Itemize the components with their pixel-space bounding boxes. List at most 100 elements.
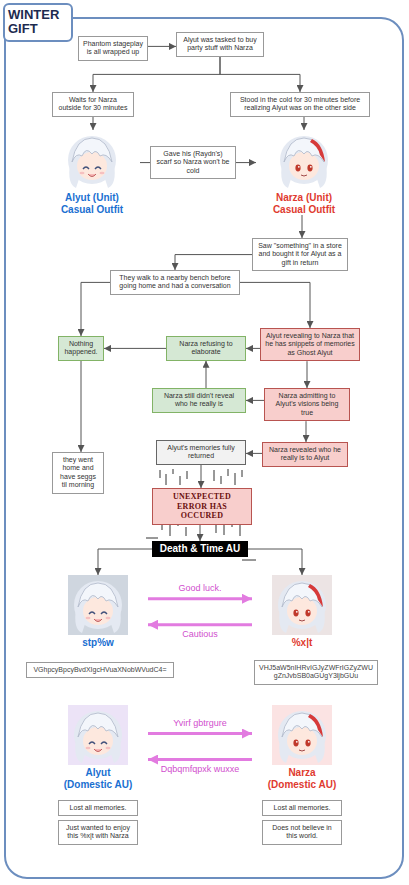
process-box: Waits for Narza outside for 30 minutes (52, 92, 134, 117)
flow-arrow (81, 361, 82, 452)
flow-arrow (240, 282, 310, 328)
outcome-box: Narza still didn't reveal who he really … (152, 388, 246, 413)
node-text: Alyut (Unit) Casual Outfit (55, 192, 129, 215)
event-box: Alyut revealing to Narza that he has sni… (260, 328, 360, 361)
flow-arrow (236, 162, 256, 163)
process-box: Gave his (Raydn's) scarf so Narza won't … (150, 146, 236, 179)
node-text: Alyut was tasked to buy party stuff with… (181, 36, 259, 53)
error-box: UNEXPECTED ERROR HAS OCCURED (152, 488, 252, 525)
flow-arrow (98, 549, 152, 575)
node-text: Lost all memories. (63, 804, 133, 812)
node-text: Alyut (Domestic AU) (61, 767, 135, 790)
flow-arrow (175, 255, 252, 270)
process-box: they went home and have seggs til mornin… (52, 452, 104, 494)
narza-portrait (280, 136, 328, 188)
character-portrait: Alyut (Unit) Casual Outfit (44, 130, 140, 215)
process-box: Saw "something" in a store and bought it… (252, 238, 348, 271)
flow-arrow (201, 465, 202, 488)
flow-arrow (246, 400, 264, 401)
edge-label: Yvirf gbtrgure (171, 718, 229, 729)
node-text: %x|t (265, 637, 339, 649)
flow-arrow (140, 162, 150, 163)
flow-arrow (104, 348, 166, 349)
process-box: Lost all memories. (58, 800, 138, 816)
node-text: VHJ5aW5nIHRvIGJyZWFrIGZyZWUgZnJvbSB0aGUg… (259, 664, 373, 681)
cipher-box: VHJ5aW5nIHRvIGJyZWFrIGZyZWUgZnJvbSB0aGUg… (254, 660, 378, 685)
banner-band: Death & Time AU (152, 541, 248, 557)
flow-arrow (206, 361, 207, 388)
node-text: Nothing happened. (63, 340, 99, 357)
character-portrait: Narza (Unit) Casual Outfit (256, 130, 352, 215)
node-text: Death & Time AU (156, 543, 244, 555)
flow-arrow (306, 421, 307, 442)
cipher-box: VGhpcyBpcyBvdXIgcHVuaXNobWVudC4= (26, 662, 174, 678)
node-text: They walk to a nearby bench before going… (115, 274, 235, 291)
node-text: Narza (Unit) Casual Outfit (267, 192, 341, 215)
node-text: Waits for Narza outside for 30 minutes (57, 96, 129, 113)
stpw-portrait (74, 581, 122, 633)
outcome-box: Nothing happened. (58, 336, 104, 361)
flow-arrow (220, 57, 300, 92)
node-text: UNEXPECTED ERROR HAS OCCURED (157, 492, 247, 521)
outcome-box: Narza refusing to elaborate (166, 336, 246, 361)
node-text: stp%w (61, 637, 135, 649)
process-box: Just wanted to enjoy this %x|t with Narz… (58, 820, 138, 845)
node-text: VGhpcyBpcyBvdXIgcHVuaXNobWVudC4= (31, 666, 169, 674)
character-portrait: Narza (Domestic AU) (252, 705, 352, 790)
node-text: Narza (Domestic AU) (265, 767, 339, 790)
flow-arrow (148, 758, 252, 761)
process-box: Alyut's memories fully returned (156, 440, 246, 465)
flow-arrow (148, 46, 176, 47)
character-portrait: %x|t (252, 575, 352, 649)
process-box: Does not believe in this world. (262, 820, 342, 845)
flow-arrow (302, 215, 303, 238)
flow-arrow (304, 117, 305, 130)
portrait-ground (272, 705, 332, 765)
node-text: Phantom stageplay is all wrapped up (83, 40, 143, 57)
node-text: Narza admitting to Alyut's visions being… (269, 392, 345, 417)
node-text: Stood in the cold for 30 minutes before … (235, 96, 365, 113)
outer-frame (5, 18, 403, 878)
process-box: Phantom stageplay is all wrapped up (78, 36, 148, 61)
edge-label: Dqbqmfqpxk wuxxe (159, 764, 242, 775)
node-text: Just wanted to enjoy this %x|t with Narz… (63, 824, 133, 841)
node-text: Alyut's memories fully returned (161, 444, 241, 461)
alyut-domestic-portrait (74, 711, 122, 763)
node-text: Saw "something" in a store and bought it… (257, 242, 343, 267)
narza-domestic-portrait (278, 711, 326, 763)
event-box: Narza admitting to Alyut's visions being… (264, 388, 350, 421)
node-text: Narza refusing to elaborate (171, 340, 241, 357)
node-text: Alyut revealing to Narza that he has sni… (265, 332, 355, 357)
flow-arrow (246, 453, 262, 454)
character-portrait: Alyut (Domestic AU) (48, 705, 148, 790)
process-box: Alyut was tasked to buy party stuff with… (176, 32, 264, 57)
flow-arrow (148, 732, 252, 735)
alyut-portrait (68, 136, 116, 188)
edge-label: Cautious (180, 629, 220, 640)
node-text: Narza revealed who he really is to Alyut (267, 446, 343, 463)
flow-arrow (248, 549, 302, 575)
flow-arrow (93, 57, 220, 92)
event-box: Narza revealed who he really is to Alyut (262, 442, 348, 467)
node-text: Lost all memories. (267, 804, 337, 812)
portrait-ground (68, 705, 128, 765)
node-text: Does not believe in this world. (267, 824, 337, 841)
edge-label: Good luck. (176, 583, 223, 594)
portrait-ground (68, 575, 128, 635)
flow-arrow (93, 117, 94, 130)
xt-portrait (278, 581, 326, 633)
portrait-ground (272, 575, 332, 635)
process-box: They walk to a nearby bench before going… (110, 270, 240, 295)
diagram-title: WINTER GIFT (3, 3, 73, 42)
node-text: Gave his (Raydn's) scarf so Narza won't … (155, 150, 231, 175)
flow-arrow (81, 282, 110, 336)
flow-arrow (148, 597, 252, 600)
process-box: Lost all memories. (262, 800, 342, 816)
node-text: they went home and have seggs til mornin… (57, 456, 99, 490)
character-portrait: stp%w (48, 575, 148, 649)
flow-arrow (148, 623, 252, 626)
process-box: Stood in the cold for 30 minutes before … (230, 92, 370, 117)
node-text: Narza still didn't reveal who he really … (157, 392, 241, 409)
flow-arrow (200, 525, 201, 541)
